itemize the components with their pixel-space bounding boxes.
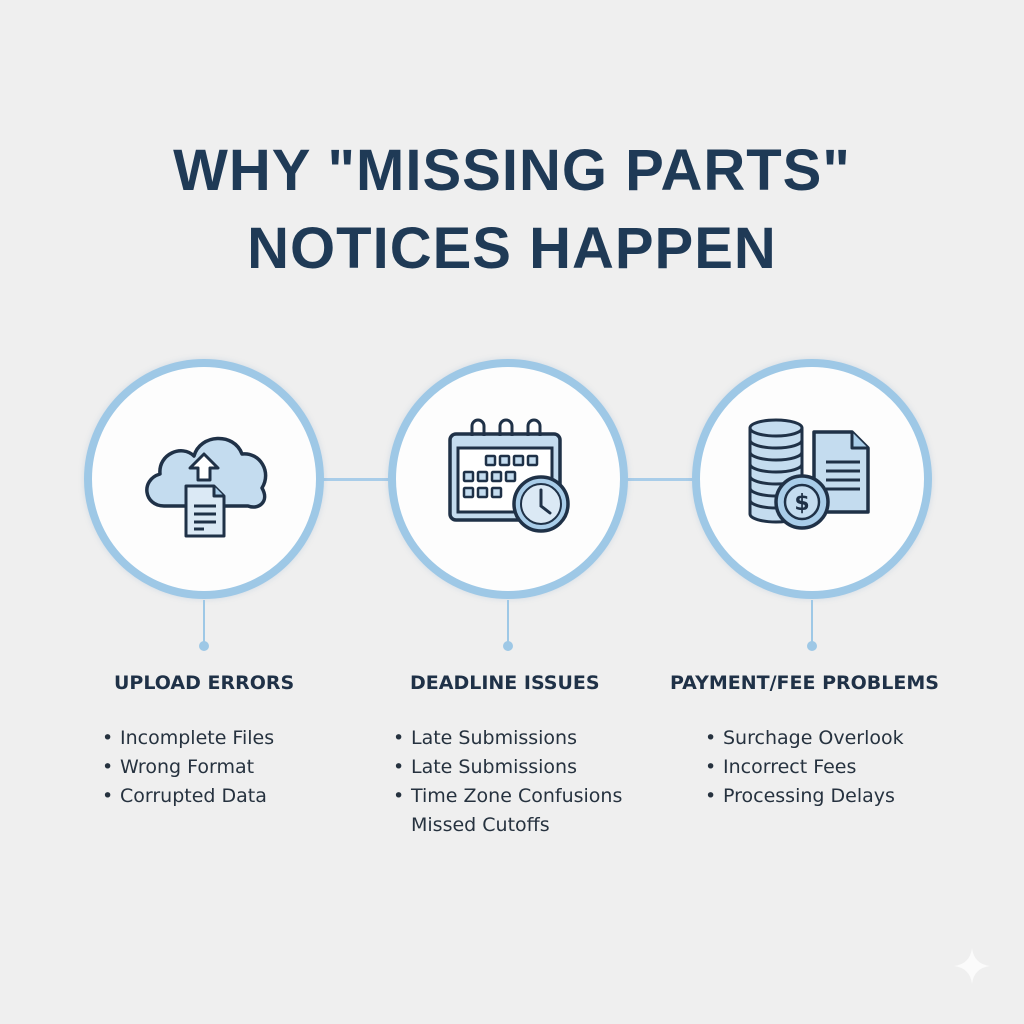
cloud-upload-document-icon (145, 436, 268, 538)
list-item: •Incomplete Files (102, 727, 275, 749)
list-item: •Corrupted Data (102, 785, 267, 807)
title-line-1: WHY "MISSING PARTS" (173, 138, 851, 203)
payment-problems-list: •Surchage Overlook •Incorrect Fees •Proc… (705, 724, 904, 811)
page-title: WHY "MISSING PARTS" NOTICES HAPPEN (0, 132, 1024, 288)
list-item: •Processing Delays (705, 785, 895, 807)
calendar-clock-icon (448, 418, 570, 533)
upload-errors-heading: UPLOAD ERRORS (114, 672, 295, 694)
svg-text:$: $ (794, 491, 809, 516)
stem-line-1 (203, 600, 205, 644)
stem-dot-2 (503, 641, 513, 651)
list-item: •Late Submissions (393, 756, 577, 778)
connector-line-1 (322, 478, 392, 481)
deadline-issues-list: •Late Submissions •Late Submissions •Tim… (393, 724, 622, 840)
payment-problems-heading: PAYMENT/FEE PROBLEMS (670, 672, 939, 694)
list-item: •Incorrect Fees (705, 756, 857, 778)
title-line-2: NOTICES HAPPEN (247, 216, 777, 281)
deadline-issues-circle (388, 359, 628, 599)
list-item: •Surchage Overlook (705, 727, 904, 749)
connector-line-2 (626, 478, 696, 481)
sparkle-icon (954, 948, 990, 984)
list-item: •Late Submissions (393, 727, 577, 749)
upload-errors-circle (84, 359, 324, 599)
list-item: Missed Cutoffs (411, 814, 550, 836)
stem-line-2 (507, 600, 509, 644)
list-item: •Wrong Format (102, 756, 255, 778)
stem-dot-3 (807, 641, 817, 651)
coins-invoice-dollar-icon: $ (748, 418, 870, 530)
deadline-issues-heading: DEADLINE ISSUES (410, 672, 600, 694)
stem-dot-1 (199, 641, 209, 651)
upload-errors-list: •Incomplete Files •Wrong Format •Corrupt… (102, 724, 274, 811)
list-item: •Time Zone Confusions (393, 785, 623, 807)
payment-problems-circle: $ (692, 359, 932, 599)
stem-line-3 (811, 600, 813, 644)
